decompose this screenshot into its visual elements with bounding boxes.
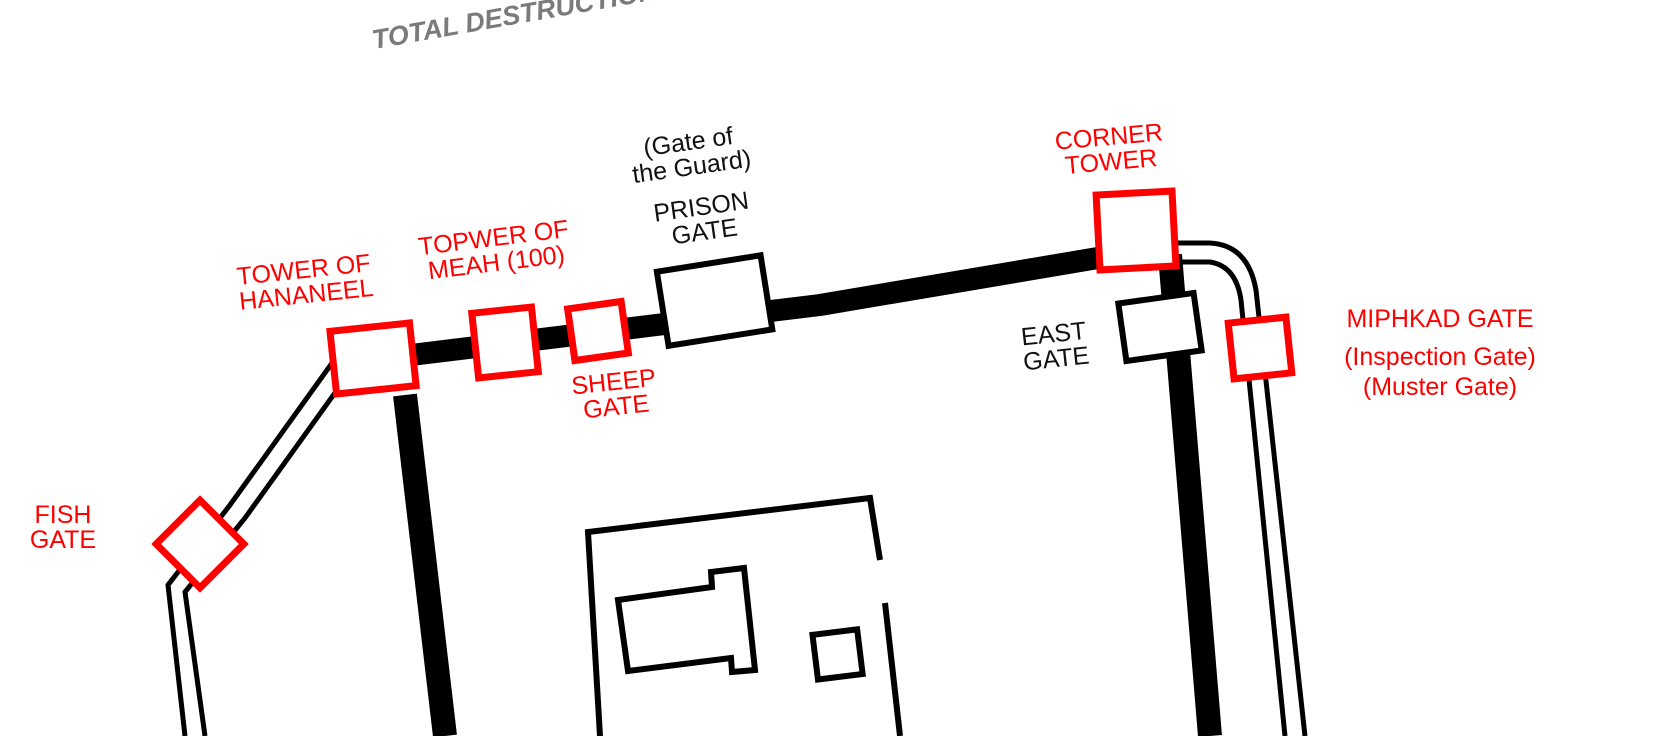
- prison-gate-marker: [653, 251, 776, 350]
- inspection-gate-label: (Inspection Gate): [1344, 343, 1536, 371]
- muster-gate-label: (Muster Gate): [1362, 373, 1518, 401]
- tower-of-hananeel-marker: [326, 319, 420, 398]
- temple-court-outline: [584, 494, 883, 737]
- miphkad-gate-marker: [1224, 313, 1296, 383]
- corner-tower-marker: [1092, 187, 1180, 274]
- inner-wall-west: [393, 393, 457, 738]
- east-gate-marker: [1114, 289, 1206, 365]
- fish-gate-marker: [151, 495, 249, 593]
- fish-gate-label: FISH GATE: [29, 501, 97, 554]
- temple-complex: [584, 494, 903, 737]
- outer-wall-east: [1170, 240, 1308, 737]
- miphkad-gate-label: MIPHKAD GATE: [1346, 305, 1534, 333]
- temple-building: [614, 564, 759, 676]
- east-gate-label: EAST GATE: [1019, 316, 1091, 377]
- sheep-gate-marker: [563, 297, 633, 365]
- altar: [809, 626, 866, 683]
- tower-of-meah-marker: [467, 303, 543, 382]
